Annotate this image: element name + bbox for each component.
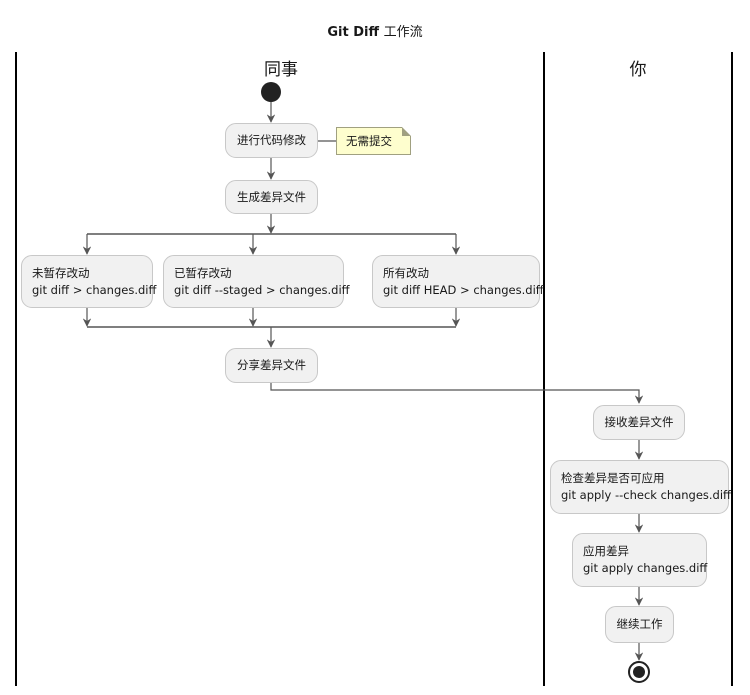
- staged-cmd: git diff --staged > changes.diff: [174, 282, 350, 297]
- activity-share-diff-label: 分享差异文件: [237, 358, 306, 372]
- all-changes-cmd: git diff HEAD > changes.diff: [383, 282, 544, 297]
- diagram-title: Git Diff 工作流: [0, 21, 750, 40]
- unstaged-cmd: git diff > changes.diff: [32, 282, 157, 297]
- lane-title-you: 你: [629, 60, 647, 80]
- check-diff-cmd: git apply --check changes.diff: [561, 488, 731, 502]
- activity-all-changes: 所有改动 git diff HEAD > changes.diff: [372, 255, 544, 308]
- end-node: [628, 661, 650, 683]
- activity-staged: 已暂存改动 git diff --staged > changes.diff: [163, 255, 350, 308]
- unstaged-label: 未暂存改动: [32, 265, 90, 280]
- staged-label: 已暂存改动: [174, 265, 232, 280]
- apply-diff-label: 应用差异: [583, 544, 629, 558]
- all-changes-label: 所有改动: [383, 265, 429, 280]
- title-cn: 工作流: [383, 25, 423, 40]
- apply-diff-cmd: git apply changes.diff: [583, 561, 708, 575]
- activity-apply-diff: 应用差异 git apply changes.diff: [572, 533, 707, 587]
- activity-unstaged: 未暂存改动 git diff > changes.diff: [21, 255, 157, 308]
- activity-check-diff: 检查差异是否可应用 git apply --check changes.diff: [550, 460, 731, 514]
- lane-title-colleague: 同事: [264, 60, 298, 80]
- activity-receive-diff-label: 接收差异文件: [604, 415, 674, 429]
- activity-generate-diff: 生成差异文件: [225, 180, 318, 214]
- activity-continue-work: 继续工作: [605, 606, 674, 643]
- title-main: Git Diff: [327, 25, 380, 40]
- activity-share-diff: 分享差异文件: [225, 348, 318, 383]
- activity-modify-code: 进行代码修改: [225, 123, 318, 158]
- note-no-commit: 无需提交: [336, 127, 411, 155]
- check-diff-label: 检查差异是否可应用: [561, 471, 665, 485]
- activity-continue-work-label: 继续工作: [616, 617, 663, 631]
- start-node: [261, 82, 281, 102]
- activity-generate-diff-label: 生成差异文件: [237, 189, 306, 204]
- flow-share-to-receive: [270, 383, 644, 404]
- activity-modify-code-label: 进行代码修改: [237, 133, 306, 147]
- activity-receive-diff: 接收差异文件: [593, 405, 685, 440]
